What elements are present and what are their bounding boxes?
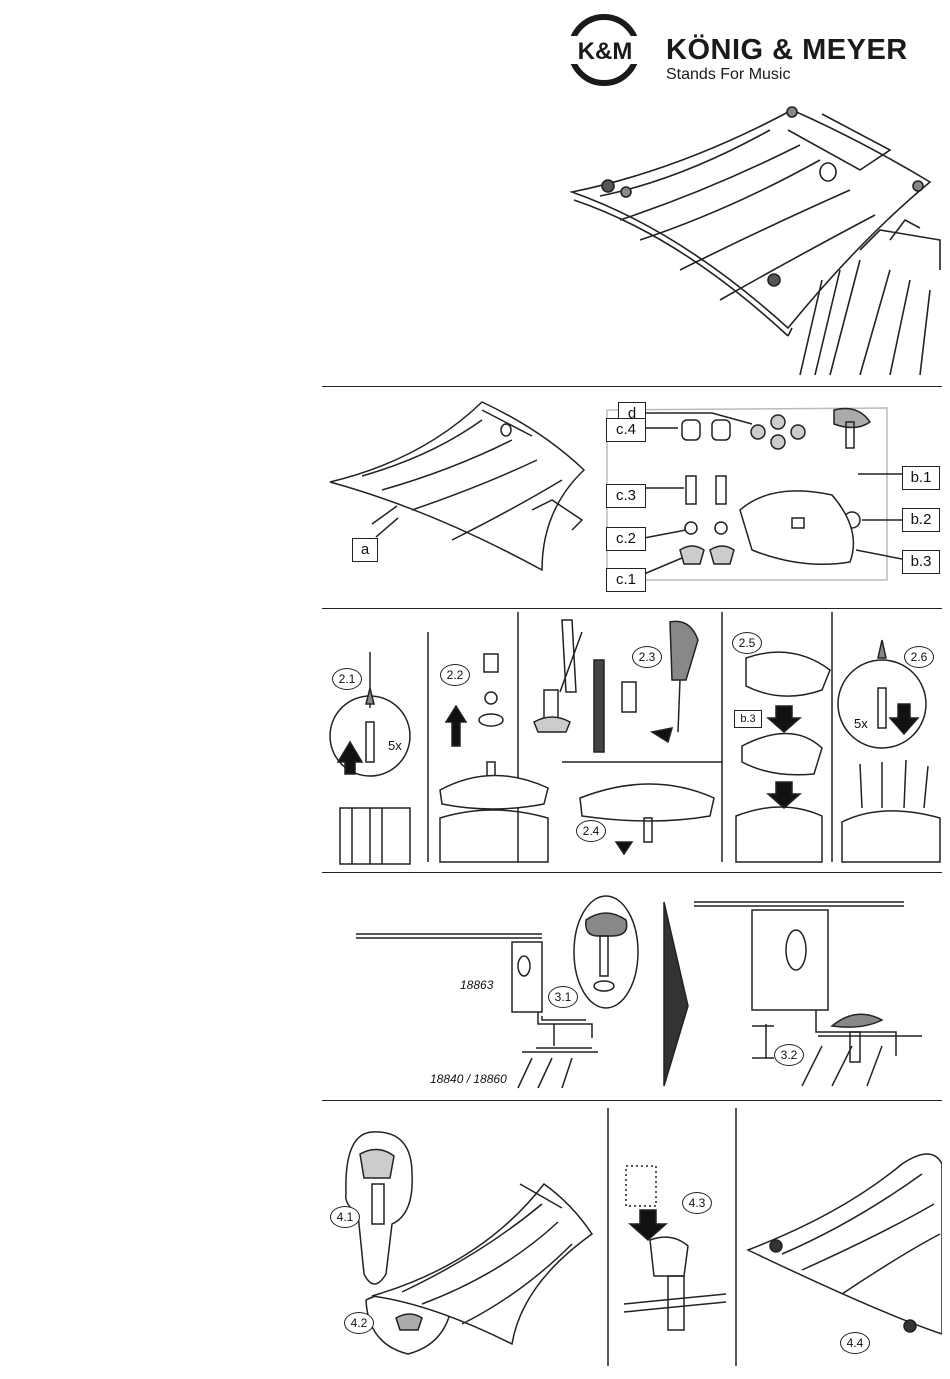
step4-panel: 4.1 4.2 4.3 4.4 [322,1104,942,1374]
step-2-3: 2.3 [632,646,662,668]
part-label-c4: c.4 [606,418,646,442]
divider [322,872,942,873]
brand-tagline: Stands For Music [666,66,790,84]
part-label-b2: b.2 [902,508,940,532]
count-label: 5x [854,716,868,731]
step-4-2: 4.2 [344,1312,374,1334]
hero-illustration [560,100,945,380]
brand-logo: K&M KÖNIG & MEYER Stands For Music [560,14,944,86]
step2-panel: 2.1 5x 2.2 2.3 2.4 2.5 b.3 2.6 5x [322,612,942,868]
divider [322,1100,942,1101]
step-2-6: 2.6 [904,646,934,668]
step-2-5: 2.5 [732,632,762,654]
divider [322,608,942,609]
part-label-c2: c.2 [606,527,646,551]
part-label-b1: b.1 [902,466,940,490]
brand-name: KÖNIG & MEYER [666,34,908,67]
step3-panel: 18863 3.1 18840 / 18860 3.2 [322,876,942,1096]
step-2-2: 2.2 [440,664,470,686]
model-number: 18863 [460,978,493,992]
step-2-4: 2.4 [576,820,606,842]
step-4-3: 4.3 [682,1192,712,1214]
part-label-a: a [352,538,378,562]
logo-mark: K&M [578,38,633,65]
step-4-4: 4.4 [840,1332,870,1354]
part-label-c1: c.1 [606,568,646,592]
count-label: 5x [388,738,402,753]
step-3-1: 3.1 [548,986,578,1008]
step-4-1: 4.1 [330,1206,360,1228]
step-2-1: 2.1 [332,668,362,690]
parts-panel: a d c.4 c.3 c.2 c.1 b.1 b.2 b.3 [322,390,942,605]
km-emblem-icon: K&M [560,14,660,86]
part-label-b3-small: b.3 [734,710,762,728]
step-3-2: 3.2 [774,1044,804,1066]
part-label-c3: c.3 [606,484,646,508]
divider [322,386,942,387]
part-label-b3: b.3 [902,550,940,574]
model-number: 18840 / 18860 [430,1072,507,1086]
